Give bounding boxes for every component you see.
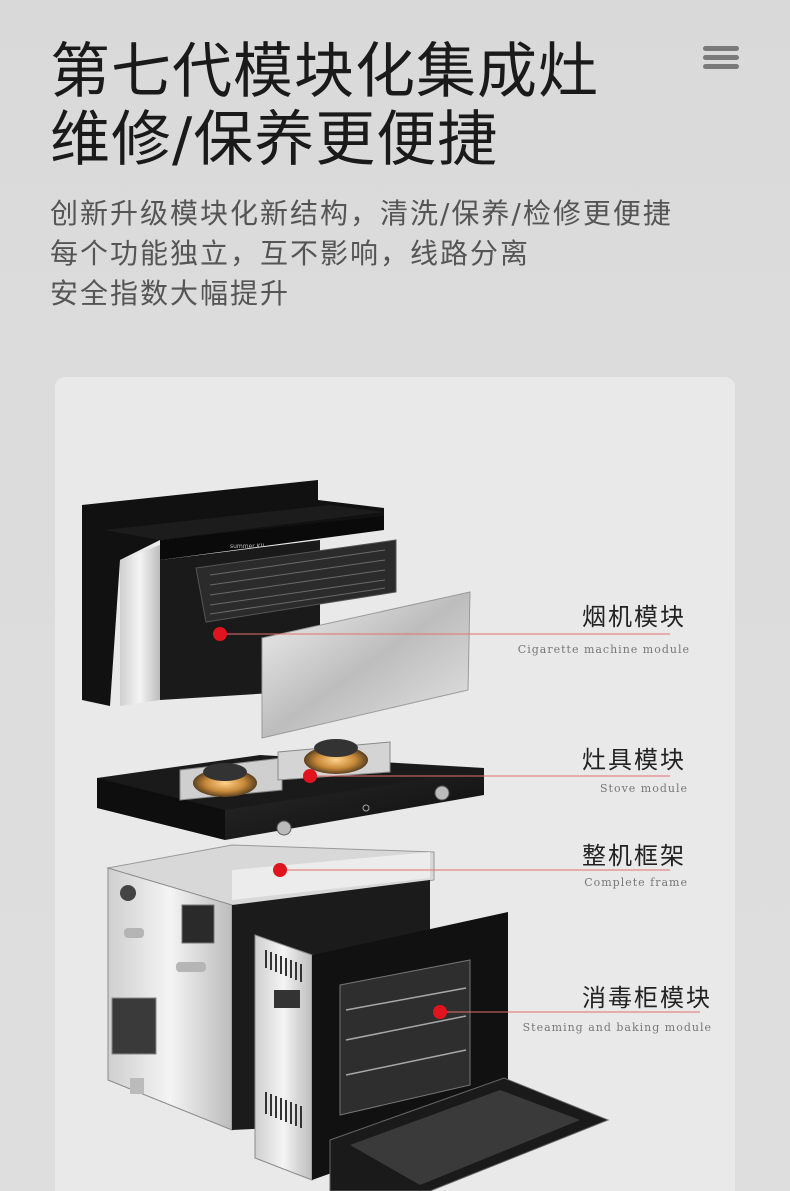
- module-label-stove-en: Stove module: [599, 782, 688, 795]
- title-line-2: 维修/保养更便捷: [50, 105, 499, 175]
- module-label-frame-zh: 整机框架: [582, 842, 686, 870]
- callout-markers: [213, 627, 700, 1019]
- module-label-hood-en: Cigarette machine module: [517, 643, 690, 656]
- page-title: 第七代模块化集成灶 维修/保养更便捷: [50, 38, 599, 174]
- subtitle-line-1: 创新升级模块化新结构，清洗/保养/检修更便捷: [50, 197, 673, 230]
- module-label-cabinet-en: Steaming and baking module: [522, 1021, 712, 1034]
- marker-dot-stove: [303, 769, 317, 783]
- brand-logo-text: summer KIL: [230, 543, 266, 550]
- subtitle-line-3: 安全指数大幅提升: [50, 277, 291, 310]
- range-hood-module: summer KIL: [82, 480, 471, 739]
- header-section: 第七代模块化集成灶 维修/保养更便捷 创新升级模块化新结构，清洗/保养/检修更便…: [0, 0, 790, 360]
- stove-module: [97, 739, 484, 840]
- marker-dot-frame: [273, 863, 287, 877]
- frame-port-icon: [120, 885, 136, 901]
- module-label-hood-zh: 烟机模块: [582, 603, 686, 631]
- marker-dot-hood: [213, 627, 227, 641]
- disinfection-cabinet-module: [254, 912, 610, 1191]
- subtitle-line-2: 每个功能独立，互不影响，线路分离: [50, 237, 531, 270]
- stove-knob-left: [276, 820, 292, 836]
- module-label-stove-zh: 灶具模块: [582, 746, 686, 774]
- power-button-icon: [362, 804, 370, 812]
- stove-knob-right: [434, 785, 450, 801]
- hamburger-menu-icon[interactable]: [703, 44, 739, 72]
- marker-dot-cabinet: [433, 1005, 447, 1019]
- page-subtitle: 创新升级模块化新结构，清洗/保养/检修更便捷 每个功能独立，互不影响，线路分离 …: [50, 194, 673, 314]
- module-label-cabinet-zh: 消毒柜模块: [582, 984, 712, 1012]
- title-line-1: 第七代模块化集成灶: [50, 37, 599, 107]
- module-label-frame-en: Complete frame: [584, 876, 688, 889]
